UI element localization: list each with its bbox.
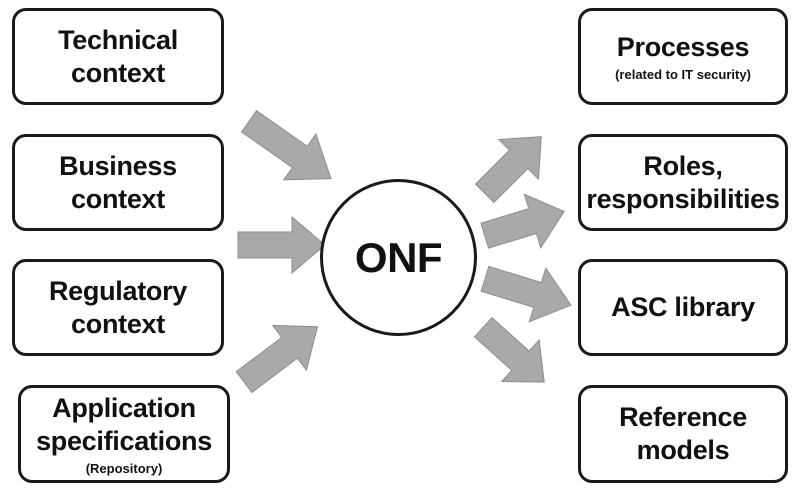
- input-box-regulatory-context: Regulatory context: [12, 259, 224, 356]
- input-box-technical-context: Technical context: [12, 8, 224, 105]
- output-label-line: ASC library: [611, 292, 755, 322]
- input-label-line: Business: [59, 150, 177, 181]
- output-label-line: Roles,: [643, 150, 723, 181]
- output-box-asc-library: ASC library: [578, 259, 788, 356]
- input-box-application-specifications: Application specifications (Repository): [18, 385, 230, 483]
- output-label-line: Processes: [616, 31, 750, 62]
- arrow-onf-to-asc: [480, 265, 572, 323]
- arrow-onf-to-roles: [480, 193, 565, 250]
- input-label-line: context: [71, 57, 165, 88]
- input-label-line: context: [71, 308, 165, 339]
- output-label-line: responsibilities: [586, 183, 780, 214]
- arrow-technical-to-onf: [240, 109, 332, 181]
- input-label-line: context: [71, 183, 165, 214]
- input-box-business-context: Business context: [12, 134, 224, 231]
- output-label-line: Reference: [619, 402, 747, 432]
- input-label-line: Technical: [58, 24, 178, 55]
- input-sublabel: (Repository): [85, 460, 163, 476]
- output-sublabel: (related to IT security): [615, 66, 751, 82]
- arrow-onf-to-reference: [473, 316, 545, 383]
- output-label-line: models: [636, 435, 730, 465]
- output-box-processes: Processes (related to IT security): [578, 8, 788, 105]
- arrow-regulatory-to-onf: [235, 324, 319, 394]
- output-box-roles-responsibilities: Roles, responsibilities: [578, 134, 788, 231]
- arrow-business-to-onf: [237, 215, 326, 275]
- input-label-line: Application: [52, 392, 196, 423]
- arrow-onf-to-processes: [474, 136, 542, 204]
- output-box-reference-models: Reference models: [578, 385, 788, 483]
- input-label-line: Regulatory: [48, 275, 188, 306]
- input-label-line: specifications: [36, 425, 212, 456]
- center-label: ONF: [354, 233, 443, 281]
- center-node-onf: ONF: [320, 179, 477, 336]
